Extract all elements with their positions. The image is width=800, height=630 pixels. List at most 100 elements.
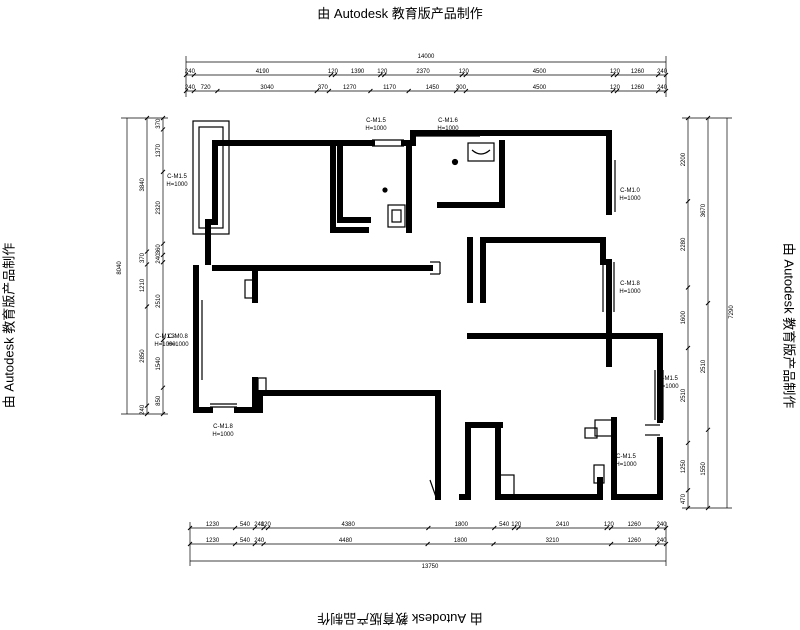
top-dim-row1: 120 [328, 69, 339, 75]
bottom-dim-row2: 240 [254, 538, 265, 544]
top-dim-row1: 4190 [256, 69, 270, 75]
room-label: C-M0.8H=1000 [167, 334, 189, 348]
room-label-line1: C-M1.5 [167, 174, 187, 180]
right-dim-row2: 1250 [681, 459, 687, 473]
top-dim-row2: 1450 [426, 85, 440, 91]
top-dim-row1: 2370 [416, 69, 430, 75]
top-dim-row2: 3040 [260, 85, 274, 91]
left-dim-row2: 2320 [156, 200, 162, 214]
bottom-dim-row1: 4380 [341, 522, 355, 528]
left-dim-row2: 1370 [156, 143, 162, 157]
left-dim-row2: 2510 [156, 294, 162, 308]
right-dim-row2: 2510 [681, 388, 687, 402]
top-dim-row2: 300 [456, 85, 467, 91]
bottom-dim-row2: 240 [657, 538, 668, 544]
bottom-dim-row1: 1260 [627, 522, 641, 528]
top-dim-row1: 4500 [533, 69, 547, 75]
bottom-total-dim: 13750 [422, 564, 439, 570]
top-dim-row1: 1260 [631, 69, 645, 75]
top-dim-row1: 120 [610, 69, 621, 75]
bottom-dim-row1: 120 [604, 522, 615, 528]
bottom-dim-row2: 3210 [546, 538, 560, 544]
bottom-dimensions [187, 522, 669, 566]
top-dim-row2: 240 [185, 85, 196, 91]
room-label-line1: C-M1.5 [366, 118, 386, 124]
left-dim-row2: 240 [156, 253, 162, 264]
left-dim-row2: 360 [156, 244, 162, 255]
right-dim-row2: 2280 [681, 237, 687, 251]
bottom-dim-row1: 120 [511, 522, 522, 528]
top-dim-row2: 1170 [383, 85, 397, 91]
right-dim-row2: 2200 [681, 152, 687, 166]
room-label-line2: H=1000 [619, 289, 641, 295]
top-dim-row2: 720 [201, 85, 212, 91]
watermark-top: 由 Autodesk 教育版产品制作 [317, 6, 483, 21]
top-dim-row1: 120 [459, 69, 470, 75]
room-label: C-M1.5H=1000 [365, 118, 387, 132]
left-dim-row2: 1540 [156, 357, 162, 371]
room-label-line1: C-M1.6 [438, 118, 458, 124]
left-dim-row1: 370 [140, 252, 146, 263]
bottom-dim-row1: 120 [261, 522, 272, 528]
room-label: C-M1.5H=1000 [657, 376, 679, 390]
left-dim-row2: 370 [156, 118, 162, 129]
room-label-line2: H=1000 [437, 126, 459, 132]
room-label-line2: H=1000 [619, 196, 641, 202]
top-dim-row1: 1390 [351, 69, 365, 75]
left-dim-row1: 3840 [140, 177, 146, 191]
room-label-line2: H=1000 [365, 126, 387, 132]
bottom-dim-row1: 540 [499, 522, 510, 528]
top-dim-row1: 120 [377, 69, 388, 75]
left-dim-row1: 240 [140, 404, 146, 415]
room-label: C-M1.6H=1000 [437, 118, 459, 132]
bottom-dim-row2: 1800 [454, 538, 468, 544]
bottom-dim-row1: 540 [240, 522, 251, 528]
right-dim-row1: 3670 [701, 203, 707, 217]
top-dimensions [183, 56, 669, 97]
room-label-line1: C-M1.8 [620, 281, 640, 287]
top-dim-row2: 1270 [343, 85, 357, 91]
room-label: C-M1.8H=1000 [212, 424, 234, 438]
top-dim-row1: 240 [185, 69, 196, 75]
top-dim-row2: 240 [657, 85, 668, 91]
top-dim-row2: 120 [610, 85, 621, 91]
room-label-line2: H=1000 [657, 384, 679, 390]
top-dim-row2: 370 [318, 85, 329, 91]
room-label-line1: C-M1.3 [155, 334, 175, 340]
room-label: C-M1.8H=1000 [619, 281, 641, 295]
wall-thin-lines [192, 120, 664, 498]
right-dim-row2: 1600 [681, 310, 687, 324]
bottom-dim-row2: 1260 [627, 538, 641, 544]
left-outer-dim: 8040 [117, 261, 123, 275]
right-dim-row1: 1550 [701, 462, 707, 476]
room-label-line1: C-M1.5 [616, 454, 636, 460]
bottom-dim-row1: 2410 [556, 522, 570, 528]
right-outer-dim: 7290 [729, 305, 735, 319]
room-label-line1: C-M1.5 [658, 376, 678, 382]
bottom-dim-row2: 1230 [206, 538, 220, 544]
right-dimensions [682, 115, 732, 511]
room-label-line1: C-M1.0 [620, 188, 640, 194]
room-label-line2: H=1000 [615, 462, 637, 468]
bottom-dim-row1: 1230 [206, 522, 220, 528]
room-label-line1: C-M1.8 [213, 424, 233, 430]
bottom-dim-row1: 240 [657, 522, 668, 528]
room-label-line2: H=1000 [167, 342, 189, 348]
top-total-dim: 14000 [418, 54, 435, 60]
room-label: C-M1.5H=1000 [166, 174, 188, 188]
room-label: C-M1.5H=1000 [615, 454, 637, 468]
walls [193, 130, 663, 500]
room-label: C-M1.3H=1000 [154, 334, 176, 348]
bottom-dim-row1: 1800 [455, 522, 469, 528]
bottom-dim-row1: 240 [254, 522, 265, 528]
left-dim-row1: 1210 [140, 278, 146, 292]
bottom-dim-row2: 540 [240, 538, 251, 544]
right-dim-row1: 2510 [701, 359, 707, 373]
room-label-line2: H=1000 [212, 432, 234, 438]
room-label-line1: C-M0.8 [168, 334, 188, 340]
room-label: C-M1.0H=1000 [619, 188, 641, 202]
top-dim-row2: 1260 [631, 85, 645, 91]
room-label-line2: H=1000 [154, 342, 176, 348]
right-dim-row2: 470 [681, 493, 687, 504]
